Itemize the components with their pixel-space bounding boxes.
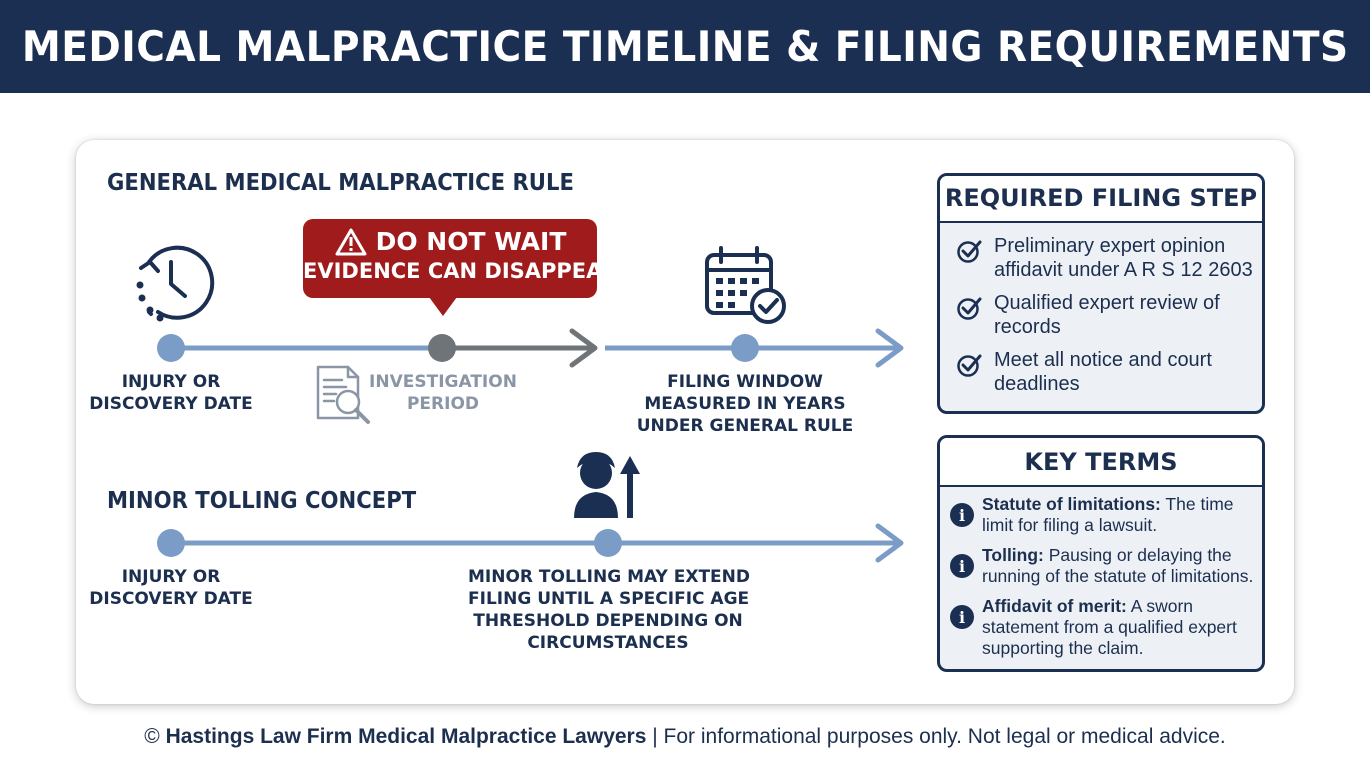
key-term-definition: Pausing or delaying the <box>1043 545 1232 565</box>
info-icon: i <box>950 554 974 578</box>
required-item-line: Meet all notice and court <box>994 349 1212 371</box>
do-not-wait-callout: DO NOT WAIT EVIDENCE CAN DISAPPEAR <box>303 219 619 316</box>
footer-disclaimer: © Hastings Law Firm Medical Malpractice … <box>0 725 1370 749</box>
check-circle-icon <box>957 354 982 377</box>
key-term-definition: A sworn <box>1126 596 1194 616</box>
required-item-line: Preliminary expert opinion <box>994 235 1226 257</box>
header-bar: MEDICAL MALPRACTICE TIMELINE & FILING RE… <box>0 0 1370 93</box>
page-title: MEDICAL MALPRACTICE TIMELINE & FILING RE… <box>21 22 1349 71</box>
minor-injury-dot <box>157 529 185 557</box>
info-icon: i <box>950 503 974 527</box>
investigation-dot <box>428 334 456 362</box>
clock-history-icon <box>136 245 215 322</box>
child-growth-icon <box>574 452 640 518</box>
key-terms-panel: KEY TERMS i Statute of limitations: The … <box>937 435 1265 672</box>
key-term-item: i Affidavit of merit: A sworn statement … <box>950 596 1237 659</box>
calendar-check-mark <box>758 298 779 314</box>
key-term-definition: supporting the claim. <box>982 638 1144 658</box>
general-timeline-arrow-head <box>875 328 904 368</box>
required-filing-title: REQUIRED FILING STEP <box>940 176 1262 223</box>
firm-name: Hastings Law Firm Medical Malpractice La… <box>165 725 647 748</box>
investigation-arrow-head <box>569 328 598 368</box>
key-term-definition: limit for filing a lawsuit. <box>982 515 1158 535</box>
required-item-line: Qualified expert review of <box>994 292 1220 314</box>
minor-injury-discovery-label: INJURY OR DISCOVERY DATE <box>89 567 253 609</box>
check-circle-icon <box>957 297 982 320</box>
disclaimer-text: | For informational purposes only. Not l… <box>646 725 1226 748</box>
copyright-symbol: © <box>144 725 166 748</box>
warning-line-1: DO NOT WAIT <box>375 227 567 256</box>
required-item-line: records <box>994 316 1061 338</box>
injury-discovery-label: INJURY OR DISCOVERY DATE <box>89 372 253 414</box>
key-term-definition: running of the statute of limitations. <box>982 566 1254 586</box>
minor-tolling-title: MINOR TOLLING CONCEPT <box>107 488 417 514</box>
required-item: Preliminary expert opinion affidavit und… <box>956 234 1253 282</box>
injury-dot <box>157 334 185 362</box>
required-filing-panel: REQUIRED FILING STEP Preliminary expert … <box>937 173 1265 414</box>
minor-tolling-label: MINOR TOLLING MAY EXTEND FILING UNTIL A … <box>468 567 751 653</box>
key-term-definition: statement from a qualified expert <box>982 617 1237 637</box>
warning-line-2: EVIDENCE CAN DISAPPEAR <box>303 259 619 283</box>
general-rule-title: GENERAL MEDICAL MALPRACTICE RULE <box>107 170 574 196</box>
key-term-name: Statute of limitations: <box>982 494 1161 514</box>
filing-window-label: FILING WINDOW MEASURED IN YEARS UNDER GE… <box>636 372 854 436</box>
warning-triangle-icon <box>335 228 367 256</box>
check-circle-icon <box>957 240 982 263</box>
tolling-dot <box>594 529 622 557</box>
required-item-line: deadlines <box>994 373 1080 395</box>
calendar-check-badge <box>750 288 786 324</box>
key-term-name: Tolling: <box>982 545 1044 565</box>
document-search-icon <box>316 365 370 424</box>
filing-dot <box>731 334 759 362</box>
required-item: Qualified expert review of records <box>956 291 1220 339</box>
required-item-line: affidavit under A R S 12 2603 <box>994 259 1253 281</box>
calendar-grid <box>716 278 759 308</box>
minor-timeline-arrow-head <box>875 523 904 563</box>
key-term-name: Affidavit of merit: <box>982 596 1127 616</box>
key-term-item: i Statute of limitations: The time limit… <box>950 494 1234 536</box>
investigation-period-label: INVESTIGATION PERIOD <box>369 372 517 414</box>
info-icon: i <box>950 605 974 629</box>
key-term-item: i Tolling: Pausing or delaying the runni… <box>950 545 1253 587</box>
key-terms-title: KEY TERMS <box>940 438 1262 487</box>
required-item: Meet all notice and court deadlines <box>956 348 1212 396</box>
key-term-definition: The time <box>1160 494 1234 514</box>
calendar-check-icon <box>705 246 773 315</box>
